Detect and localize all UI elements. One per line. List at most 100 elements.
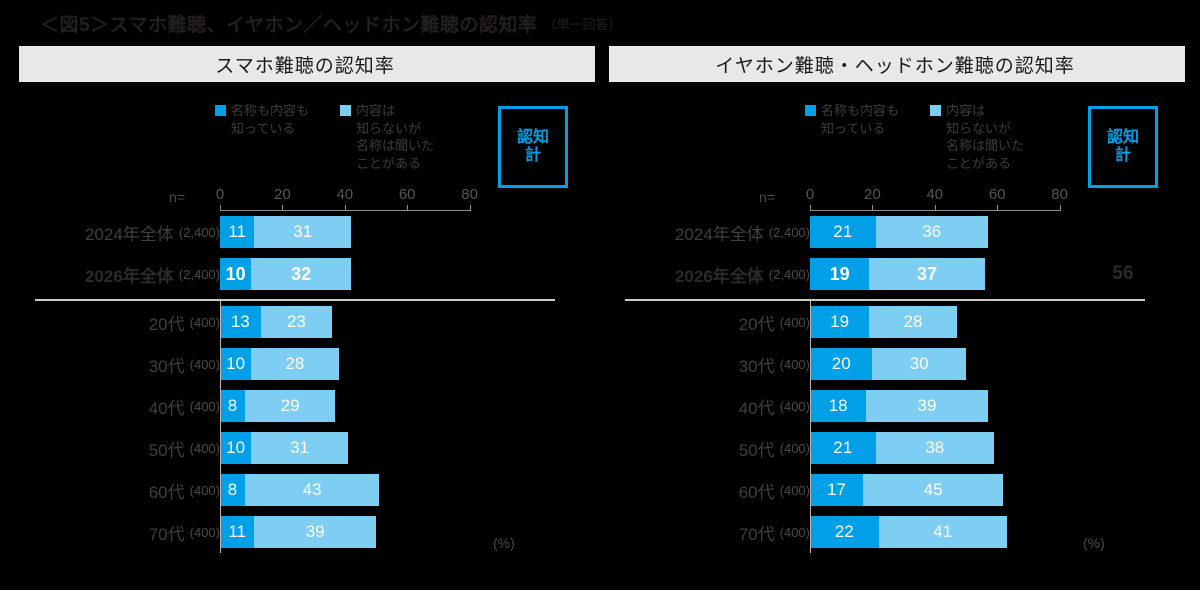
bar-segment-known[interactable]: 19 bbox=[810, 306, 870, 338]
row-label-sample-size: (400) bbox=[779, 440, 810, 456]
x-axis-tick-mark bbox=[810, 205, 811, 211]
row-label-category: 2024年全体 bbox=[84, 224, 174, 244]
x-axis-tick-label: 40 bbox=[336, 186, 354, 203]
legend-item-label: 名称も内容も 知っている bbox=[821, 103, 900, 136]
figure-title: ＜図5＞スマホ難聴、イヤホン／ヘッドホン難聴の認知率 （単一回答） bbox=[0, 8, 1200, 38]
x-axis-tick-mark bbox=[469, 205, 471, 211]
section-divider bbox=[35, 299, 555, 301]
bar-segment-heard-of[interactable]: 37 bbox=[869, 258, 985, 290]
bar-segment-known[interactable]: 11 bbox=[220, 216, 255, 248]
bar-segment-known[interactable]: 21 bbox=[810, 432, 876, 464]
bar-segment-known[interactable]: 10 bbox=[220, 432, 252, 464]
percent-unit-label: (%) bbox=[1083, 535, 1105, 551]
bar-segment-heard-of[interactable]: 39 bbox=[254, 516, 376, 548]
bar-segment-heard-of[interactable]: 28 bbox=[869, 306, 957, 338]
legend-swatch-icon bbox=[930, 105, 941, 116]
row-label-sample-size: (2,400) bbox=[768, 224, 810, 240]
bar-segment-heard-of[interactable]: 36 bbox=[875, 216, 988, 248]
chart-baseline bbox=[810, 301, 811, 553]
bar-segment-known[interactable]: 20 bbox=[810, 348, 873, 380]
bar-segment-heard-of[interactable]: 43 bbox=[244, 474, 380, 506]
row-label: 30代(400) bbox=[605, 343, 810, 385]
bar-segment-heard-of[interactable]: 31 bbox=[254, 216, 352, 248]
x-axis-tick-mark bbox=[220, 205, 221, 211]
bar-segment-known[interactable]: 18 bbox=[810, 390, 867, 422]
bar-segment-known[interactable]: 10 bbox=[220, 348, 252, 380]
row-label-category: 50代 bbox=[148, 440, 185, 460]
bar-segment-heard-of[interactable]: 29 bbox=[244, 390, 336, 422]
bar-segment-known[interactable]: 8 bbox=[220, 474, 245, 506]
row-label-sample-size: (400) bbox=[189, 356, 220, 372]
bar-segment-heard-of[interactable]: 41 bbox=[878, 516, 1007, 548]
bar-segment-heard-of[interactable]: 28 bbox=[251, 348, 339, 380]
bar-segment-heard-of[interactable]: 32 bbox=[251, 258, 352, 290]
bar-segment-known[interactable]: 21 bbox=[810, 216, 876, 248]
x-axis-line bbox=[810, 210, 1060, 211]
row-label: 2024年全体(2,400) bbox=[605, 211, 810, 253]
row-label-category: 20代 bbox=[148, 314, 185, 334]
x-axis-tick-mark bbox=[872, 205, 874, 211]
total-value bbox=[498, 427, 568, 469]
bar-segment-heard-of[interactable]: 45 bbox=[863, 474, 1004, 506]
row-label-sample-size: (400) bbox=[189, 482, 220, 498]
bar-segment-known[interactable]: 10 bbox=[220, 258, 252, 290]
row-label-category: 30代 bbox=[738, 356, 775, 376]
row-label-category: 30代 bbox=[148, 356, 185, 376]
x-axis-tick-label: 20 bbox=[274, 186, 291, 203]
bar-segment-known[interactable]: 13 bbox=[220, 306, 261, 338]
bar-segment-known[interactable]: 8 bbox=[220, 390, 245, 422]
bar-segment-heard-of[interactable]: 31 bbox=[251, 432, 348, 464]
row-label-category: 20代 bbox=[738, 314, 775, 334]
bar-segment-known[interactable]: 11 bbox=[220, 516, 255, 548]
bar-segment-heard-of[interactable]: 30 bbox=[872, 348, 966, 380]
row-label: 20代(400) bbox=[605, 301, 810, 343]
row-label: 2024年全体(2,400) bbox=[15, 211, 220, 253]
bar-segment-heard-of[interactable]: 23 bbox=[260, 306, 333, 338]
legend-item-label: 内容は 知らないが 名称は聞いた ことがある bbox=[356, 103, 435, 171]
bar-segment-heard-of[interactable]: 38 bbox=[875, 432, 995, 464]
bar-segment-known[interactable]: 17 bbox=[810, 474, 864, 506]
bar-segment-known[interactable]: 22 bbox=[810, 516, 879, 548]
row-label-category: 2024年全体 bbox=[674, 224, 764, 244]
bar-segment-known[interactable]: 19 bbox=[810, 258, 870, 290]
total-value bbox=[1088, 427, 1158, 469]
section-divider bbox=[625, 299, 1145, 301]
row-label-sample-size: (400) bbox=[779, 524, 810, 540]
n-label: n= bbox=[759, 189, 775, 205]
bar-segment-heard-of[interactable]: 39 bbox=[866, 390, 988, 422]
